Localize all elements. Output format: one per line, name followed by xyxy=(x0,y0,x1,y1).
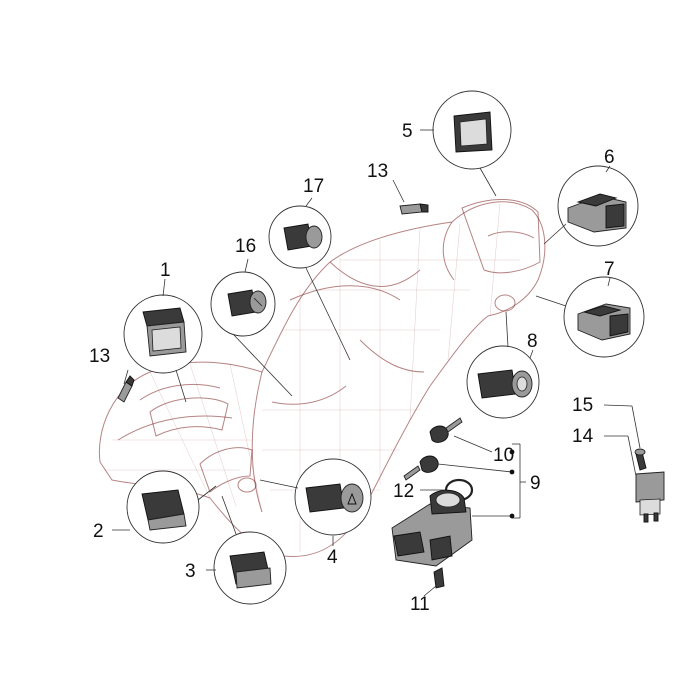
callout-number-3: 3 xyxy=(185,561,196,582)
callout-number-10: 10 xyxy=(493,445,514,466)
callout-bubble-5 xyxy=(432,90,512,170)
callout-number-13-upper: 13 xyxy=(367,161,388,182)
callout-number-13-lower: 13 xyxy=(89,346,110,367)
callout-number-9: 9 xyxy=(530,473,541,494)
ignition-lock-9 xyxy=(391,489,473,567)
callout-number-1: 1 xyxy=(160,260,171,281)
callout-bubble-3 xyxy=(213,531,287,605)
callout-number-6: 6 xyxy=(604,147,615,168)
callout-number-12: 12 xyxy=(393,481,414,502)
callout-bubble-8 xyxy=(466,345,540,419)
callout-number-7: 7 xyxy=(604,259,615,280)
callout-number-14: 14 xyxy=(572,426,594,447)
callout-number-4: 4 xyxy=(327,547,338,568)
leader-lines xyxy=(112,129,641,597)
bracket-dots xyxy=(509,449,515,519)
switch-14 xyxy=(635,471,665,523)
callout-bubble-17 xyxy=(268,205,332,269)
callout-number-8: 8 xyxy=(527,331,538,352)
callout-number-11: 11 xyxy=(410,594,430,615)
bulb-13-upper xyxy=(399,203,429,215)
callout-number-2: 2 xyxy=(93,521,104,542)
callout-bubble-4 xyxy=(294,458,372,536)
bulb-13-lower xyxy=(117,375,135,403)
callout-bubble-1 xyxy=(123,294,203,374)
callout-number-15: 15 xyxy=(572,395,593,416)
callout-number-5: 5 xyxy=(402,121,413,142)
callout-number-17: 17 xyxy=(303,176,324,197)
callout-bubble-7 xyxy=(563,276,645,358)
key-10 xyxy=(403,417,463,481)
callout-number-16: 16 xyxy=(235,236,256,257)
screw-15 xyxy=(634,448,647,471)
callout-bubble-16 xyxy=(210,271,276,337)
screw-11 xyxy=(433,567,445,589)
callout-bubble-2 xyxy=(126,470,200,544)
callout-bubble-6 xyxy=(557,165,639,247)
